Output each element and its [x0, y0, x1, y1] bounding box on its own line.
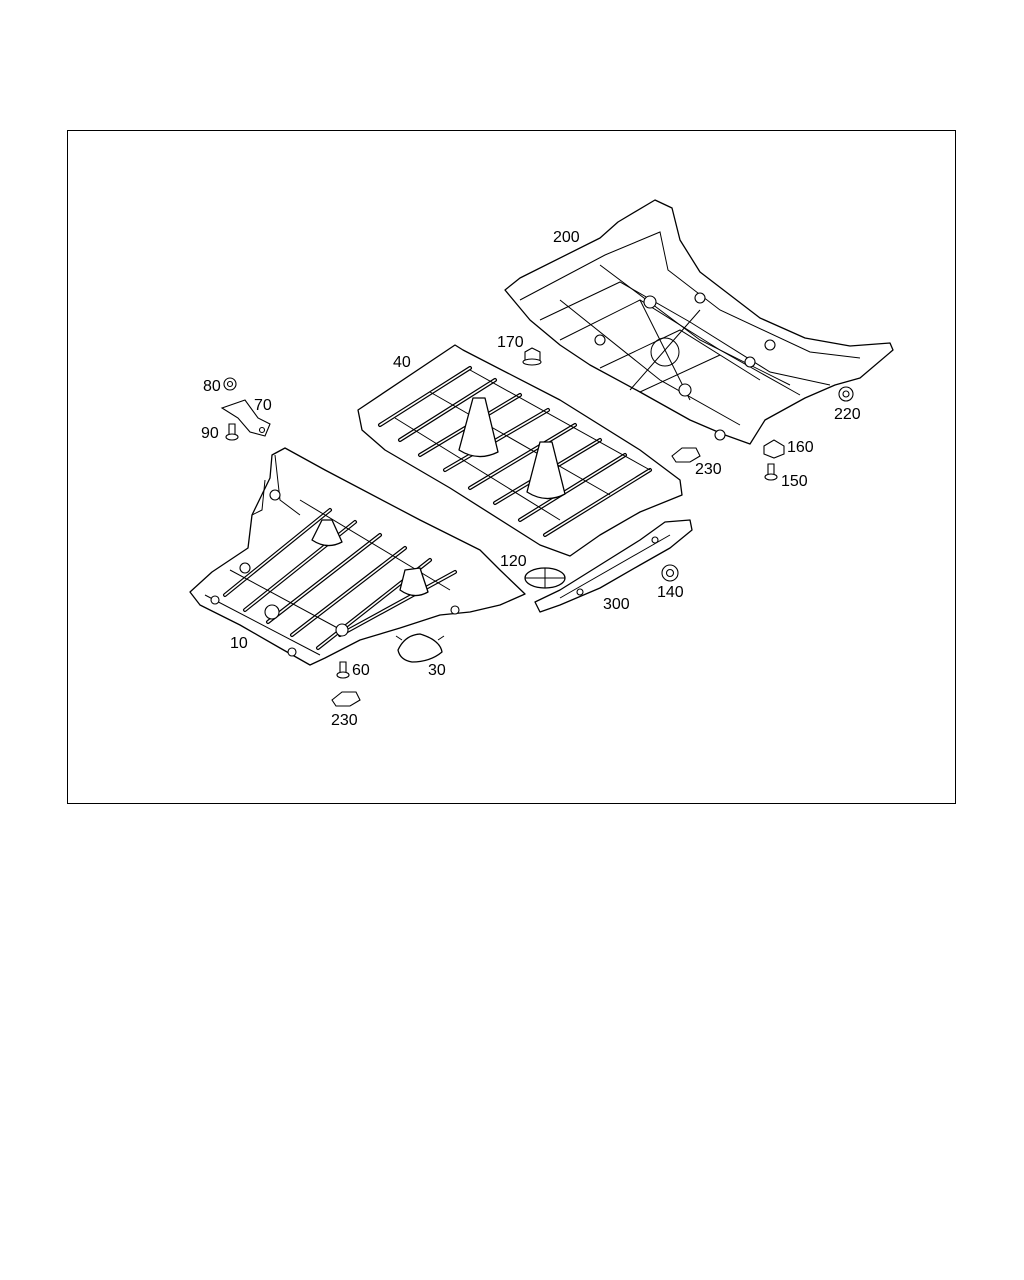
callout-90: 90 — [201, 425, 219, 442]
callout-30: 30 — [428, 662, 446, 679]
callout-220: 220 — [834, 406, 861, 423]
part-120-round-cover — [524, 567, 566, 589]
part-170-clip — [522, 347, 542, 366]
callout-160: 160 — [787, 439, 814, 456]
callout-70: 70 — [254, 397, 272, 414]
callout-200: 200 — [553, 229, 580, 246]
part-60-bolt — [336, 661, 350, 679]
part-40-middle-panel — [357, 344, 683, 557]
part-230-clip-lower — [331, 691, 361, 707]
callout-140: 140 — [657, 584, 684, 601]
part-160-clip — [763, 439, 785, 459]
callout-80: 80 — [203, 378, 221, 395]
part-70-bracket — [220, 399, 271, 437]
part-140-nut — [661, 564, 679, 582]
callout-120: 120 — [500, 553, 527, 570]
callout-60: 60 — [352, 662, 370, 679]
callout-170: 170 — [497, 334, 524, 351]
callout-40: 40 — [393, 354, 411, 371]
part-10-front-panel — [189, 447, 526, 666]
part-230-clip-upper — [671, 447, 701, 463]
part-150-bolt — [764, 463, 778, 481]
part-220-nut — [838, 386, 854, 402]
callout-150: 150 — [781, 473, 808, 490]
callout-10: 10 — [230, 635, 248, 652]
part-90-bolt — [225, 423, 239, 441]
part-200-rear-panel — [504, 199, 894, 445]
part-80-nut — [223, 377, 237, 391]
diagram-frame — [67, 130, 956, 804]
part-300-side-strip — [534, 519, 693, 613]
part-30-cover — [395, 633, 445, 663]
callout-230-lower: 230 — [331, 712, 358, 729]
callout-230-upper: 230 — [695, 461, 722, 478]
callout-300: 300 — [603, 596, 630, 613]
